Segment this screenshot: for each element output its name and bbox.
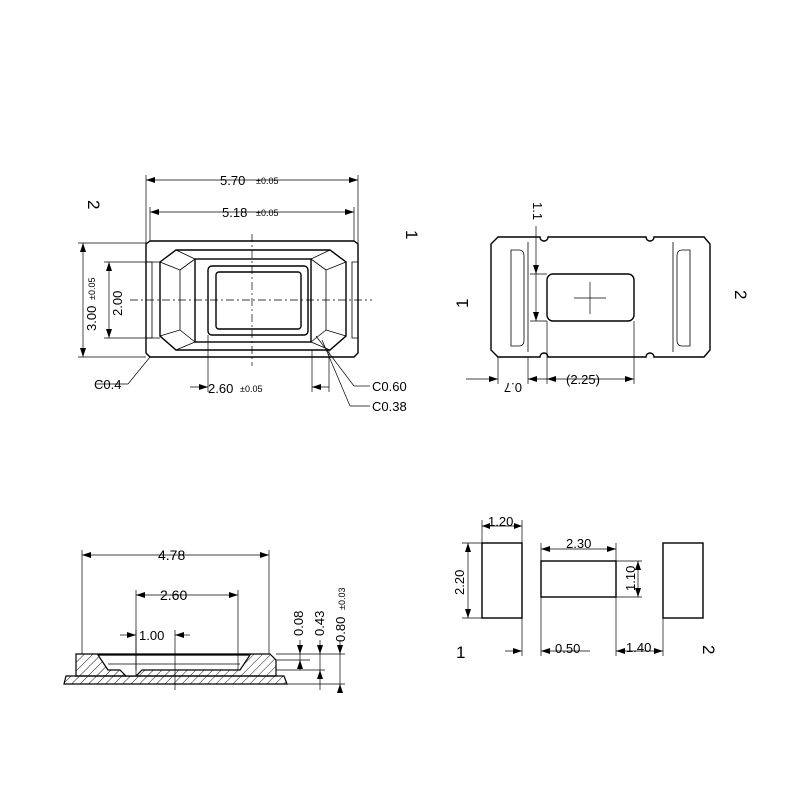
bottom-left-terminal — [510, 249, 525, 347]
dim-side-width: 4.78 — [158, 547, 185, 563]
right-notch — [351, 261, 358, 339]
dim-lens-width: 2.60 — [208, 381, 233, 396]
chamfer-left-label: C0.4 — [94, 377, 121, 392]
side-view: 4.78 2.60 1.00 0.08 0.43 0.80 ±0.03 — [63, 547, 348, 693]
dim-inner-width-tol: ±0.05 — [256, 208, 278, 218]
footprint-pad-2 — [662, 542, 704, 619]
dim-side-inner: 1.00 — [139, 628, 164, 643]
dim-h3-tol: ±0.03 — [337, 588, 347, 610]
bottom-view: 1.1 0.7 (2.25) 1 2 — [453, 202, 750, 395]
dim-pad-offset-v: 1.1 — [530, 202, 545, 220]
bottom-pin-1-label: 1 — [453, 299, 472, 308]
fp-center-width: 2.30 — [566, 536, 591, 551]
bottom-pin-2-label: 2 — [731, 290, 750, 299]
dim-overall-width: 5.70 — [220, 173, 245, 188]
bottom-right-terminal — [676, 249, 691, 347]
leadframe-section — [63, 675, 288, 685]
fp-gap: 0.50 — [555, 641, 580, 656]
dim-h1: 0.08 — [291, 611, 306, 636]
dim-inner-height: 2.00 — [110, 291, 125, 316]
top-view: 5.70 ±0.05 5.18 ±0.05 3.00 ±0.05 2.00 — [78, 173, 421, 414]
bottom-view-outline — [490, 236, 711, 358]
dim-height: 3.00 — [84, 306, 99, 331]
fp-pin-1-label: 1 — [456, 643, 465, 662]
fp-pad-width: 1.20 — [488, 514, 513, 529]
thermal-pad — [546, 273, 635, 322]
dim-inner-width: 5.18 — [222, 205, 247, 220]
reflector-cavity — [194, 258, 312, 343]
chamfer-b-label: C0.38 — [372, 399, 407, 414]
footprint: 1.20 2.20 2.30 1.10 0.50 — [452, 514, 718, 662]
dim-pad-width: (2.25) — [566, 372, 600, 387]
pin-1-label: 1 — [402, 230, 421, 239]
lens-outer — [207, 265, 309, 336]
chamfer-a-label: C0.60 — [372, 379, 407, 394]
dim-overall-width-tol: ±0.05 — [256, 176, 278, 186]
fp-spacing: 1.40 — [626, 640, 651, 655]
fp-pin-2-label: 2 — [699, 645, 718, 654]
fp-center-height: 1.10 — [623, 566, 638, 591]
dim-h2: 0.43 — [312, 611, 327, 636]
top-view-outline — [145, 240, 359, 358]
footprint-pad-1 — [481, 542, 523, 619]
pin-2-label: 2 — [84, 200, 103, 209]
dim-lens-width-tol: ±0.05 — [240, 384, 262, 394]
dim-h3: 0.80 — [333, 617, 348, 642]
dim-side-cavity: 2.60 — [160, 587, 187, 603]
footprint-center-pad — [540, 560, 617, 598]
fp-pad-height: 2.20 — [452, 570, 467, 595]
dim-offset: 0.7 — [504, 380, 522, 395]
lens-inner — [215, 271, 302, 330]
dim-height-tol: ±0.05 — [87, 278, 97, 300]
